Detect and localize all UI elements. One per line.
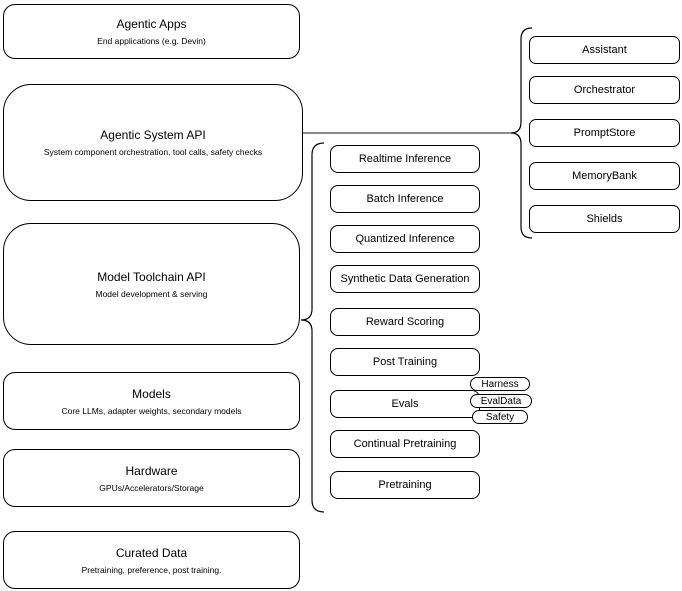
node-title: Model Toolchain API bbox=[97, 269, 206, 284]
node-evals: Evals bbox=[330, 390, 480, 418]
node-agentic-apps: Agentic Apps End applications (e.g. Devi… bbox=[3, 4, 300, 59]
node-orchestrator: Orchestrator bbox=[529, 76, 680, 104]
node-model-toolchain-api: Model Toolchain API Model development & … bbox=[3, 223, 300, 345]
node-promptstore: PromptStore bbox=[529, 119, 680, 147]
node-subtitle: Model development & serving bbox=[95, 288, 208, 299]
node-pretraining: Pretraining bbox=[330, 471, 480, 499]
node-subtitle: End applications (e.g. Devin) bbox=[97, 36, 206, 46]
node-continual-pretraining: Continual Pretraining bbox=[330, 430, 480, 458]
node-title: Agentic System API bbox=[100, 128, 206, 142]
node-subtitle: GPUs/Accelerators/Storage bbox=[99, 482, 204, 493]
node-shields: Shields bbox=[529, 205, 680, 233]
node-synthetic-data-generation: Synthetic Data Generation bbox=[330, 265, 480, 293]
toolchain-brace bbox=[300, 142, 325, 513]
node-title: Models bbox=[132, 386, 171, 401]
tag-safety: Safety bbox=[472, 410, 528, 424]
node-curated-data: Curated Data Pretraining, preference, po… bbox=[3, 531, 300, 589]
node-quantized-inference: Quantized Inference bbox=[330, 225, 480, 253]
node-subtitle: System component orchestration, tool cal… bbox=[43, 147, 263, 157]
node-models: Models Core LLMs, adapter weights, secon… bbox=[3, 372, 300, 430]
node-title: Curated Data bbox=[115, 545, 188, 560]
node-batch-inference: Batch Inference bbox=[330, 185, 480, 213]
node-agentic-system-api: Agentic System API System component orch… bbox=[3, 84, 303, 201]
tag-evaldata: EvalData bbox=[470, 394, 532, 408]
node-title: Hardware bbox=[125, 463, 178, 478]
node-post-training: Post Training bbox=[330, 348, 480, 376]
node-assistant: Assistant bbox=[529, 36, 680, 64]
tag-harness: Harness bbox=[470, 377, 530, 391]
node-reward-scoring: Reward Scoring bbox=[330, 308, 480, 336]
node-title: Agentic Apps bbox=[116, 17, 187, 31]
node-realtime-inference: Realtime Inference bbox=[330, 145, 480, 173]
node-memorybank: MemoryBank bbox=[529, 162, 680, 190]
node-subtitle: Core LLMs, adapter weights, secondary mo… bbox=[61, 405, 242, 416]
node-hardware: Hardware GPUs/Accelerators/Storage bbox=[3, 449, 300, 507]
node-subtitle: Pretraining, preference, post training. bbox=[81, 564, 222, 575]
